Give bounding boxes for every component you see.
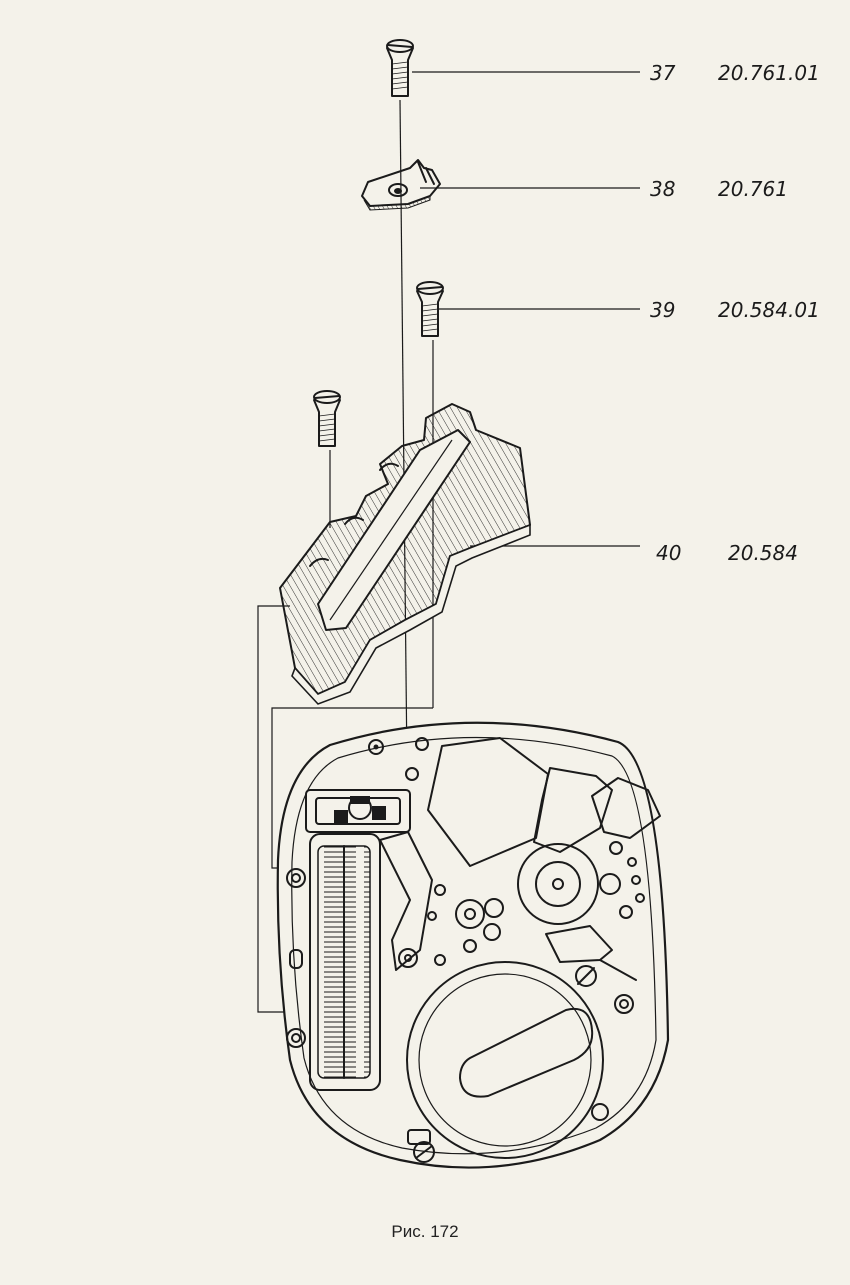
callout-40-code: 20.584	[728, 541, 798, 565]
figure-caption: Рис. 172	[391, 1222, 459, 1241]
callout-labels: 37 20.761.01 38 20.761 39 20.584.01 40 2…	[650, 61, 820, 565]
callout-40-number: 40	[656, 541, 681, 565]
screw-lower-left-part	[313, 390, 341, 447]
screw-39-part	[416, 281, 444, 337]
callout-38-number: 38	[650, 177, 675, 201]
callout-39-number: 39	[650, 298, 675, 322]
callout-39-code: 20.584.01	[718, 298, 820, 322]
watch-movement-part	[276, 721, 670, 1169]
callout-37-number: 37	[650, 61, 676, 85]
plate-38-part	[361, 159, 441, 211]
callout-38-code: 20.761	[718, 177, 788, 201]
callout-37-code: 20.761.01	[718, 61, 820, 85]
callout-leaders	[412, 71, 640, 547]
bridge-plate-40-part	[279, 403, 531, 705]
screw-37-part	[386, 39, 414, 97]
